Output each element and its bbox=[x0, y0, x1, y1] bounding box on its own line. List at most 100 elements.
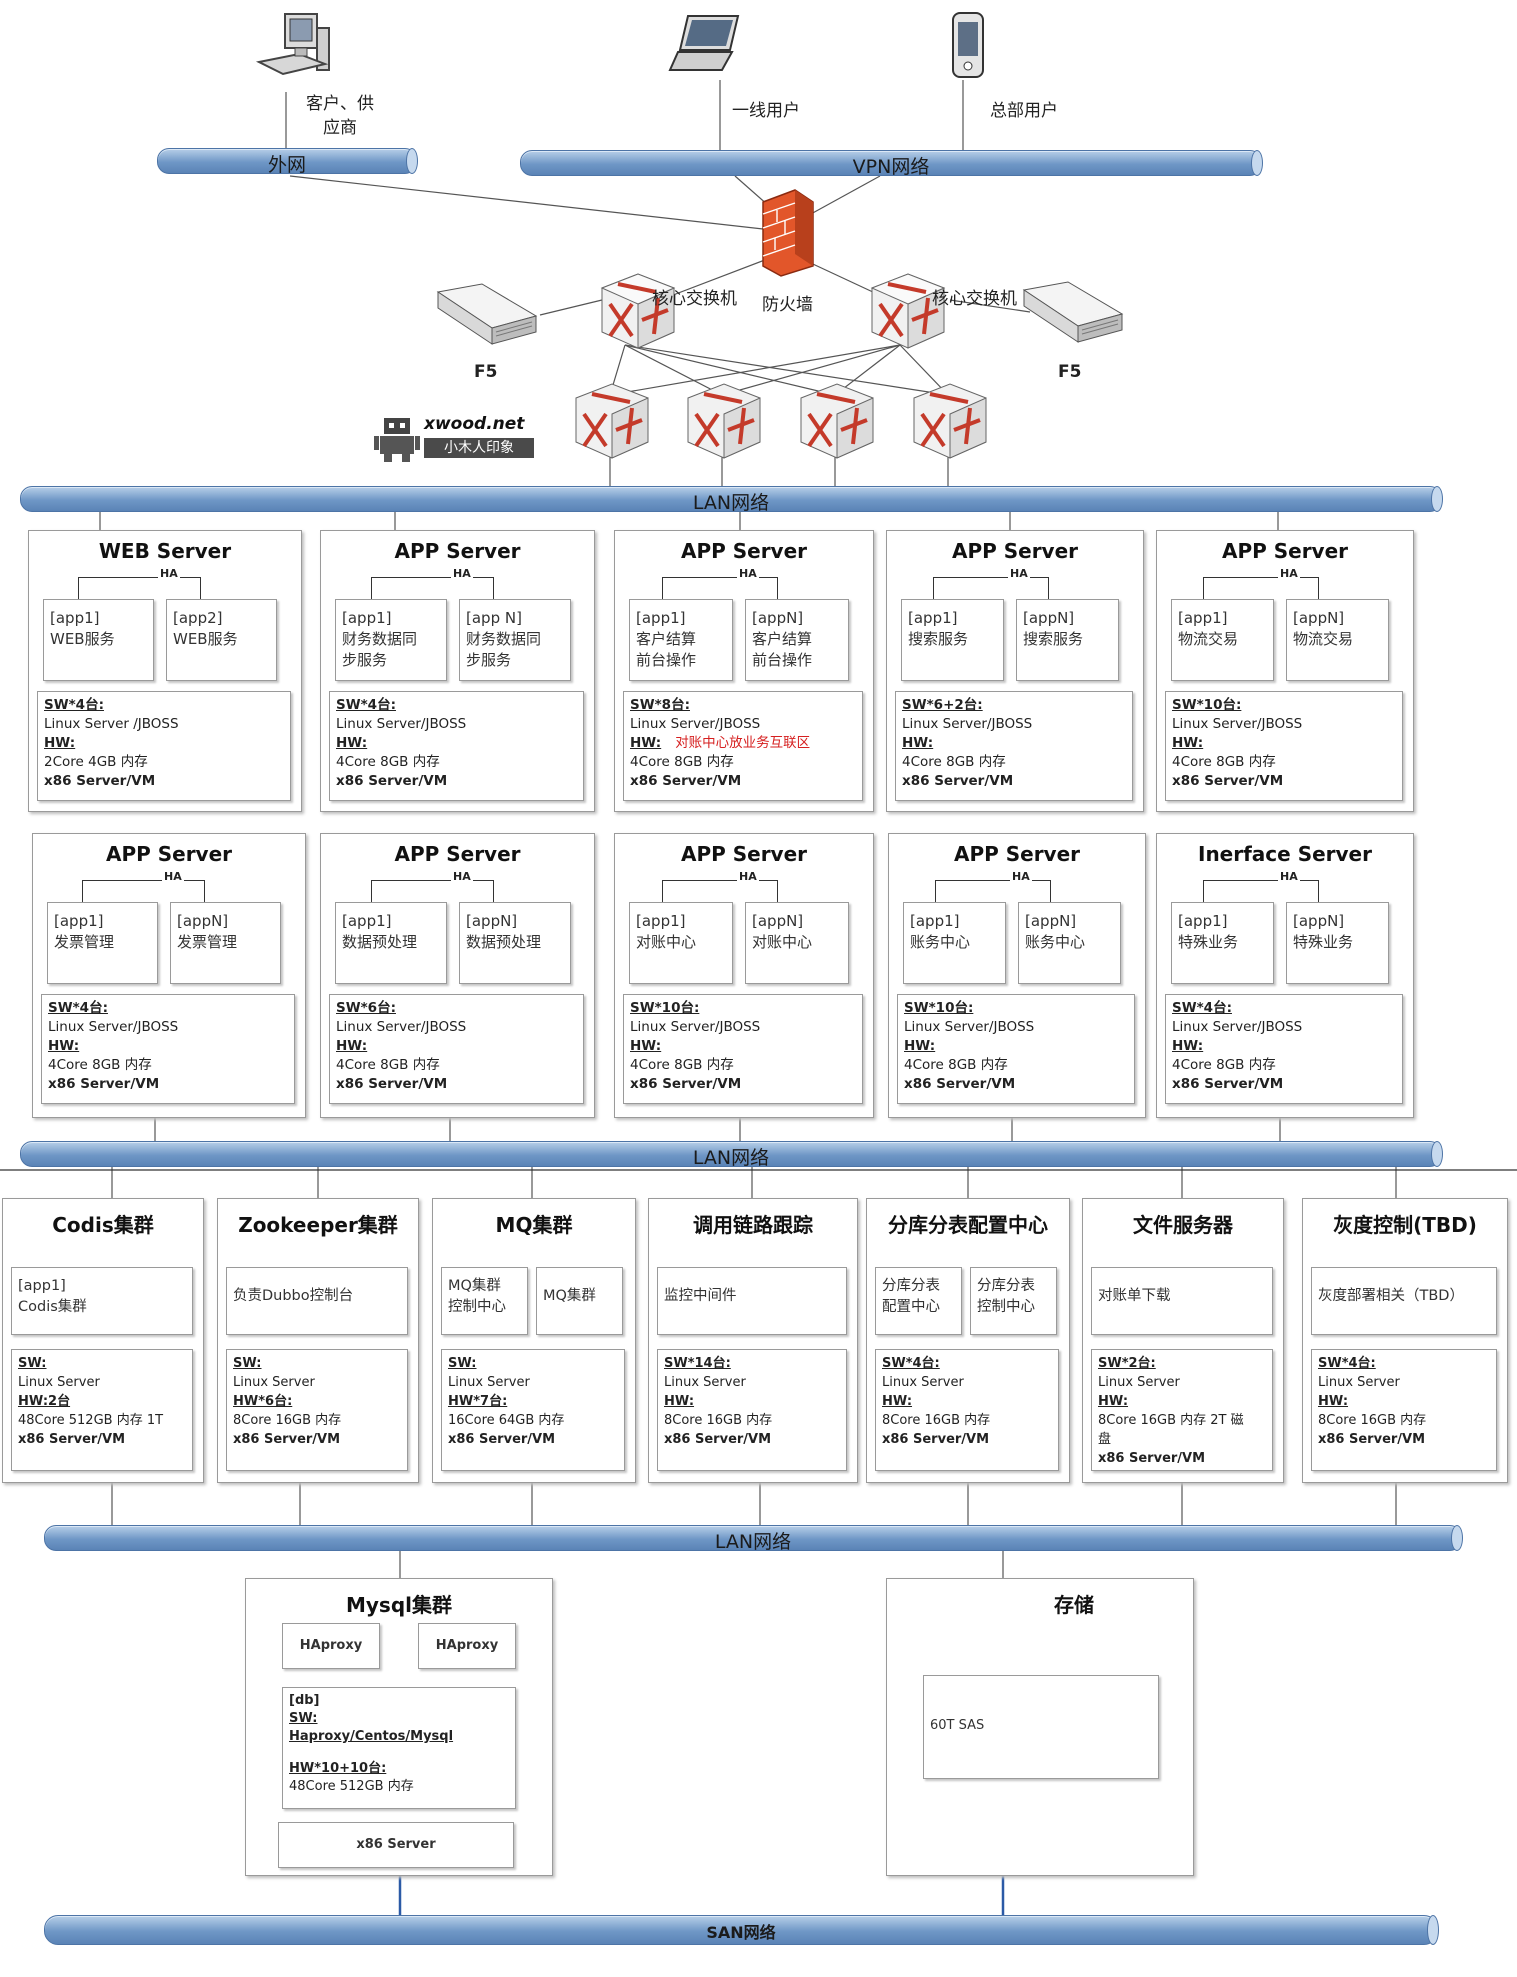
mysql-db-label: [db] bbox=[289, 1693, 320, 1708]
os-label: Linux Server/JBOSS bbox=[630, 1019, 761, 1035]
os-label: Linux Server/JBOSS bbox=[48, 1019, 179, 1035]
hw-spec: 8Core 16GB 内存 bbox=[882, 1413, 991, 1428]
os-label: Linux Server bbox=[1098, 1375, 1180, 1390]
hw-label: HW: bbox=[1318, 1394, 1349, 1409]
ha-label: HA bbox=[158, 567, 180, 580]
sw-label: SW*4台: bbox=[1318, 1356, 1376, 1371]
app-instance-1: [app1] 数据预处理 bbox=[335, 902, 447, 984]
hw-spec: 2Core 4GB 内存 bbox=[44, 754, 148, 770]
hw-label: HW: bbox=[904, 1038, 936, 1054]
app-instance-1: [app1] WEB服务 bbox=[43, 599, 154, 681]
storage-card: 存储 60T SAS bbox=[886, 1578, 1194, 1876]
os-label: Linux Server bbox=[18, 1375, 100, 1390]
hw-spec: 4Core 8GB 内存 bbox=[902, 754, 1006, 770]
ha-label: HA bbox=[1278, 870, 1300, 883]
os-label: Linux Server/JBOSS bbox=[630, 716, 761, 732]
sw-label: SW*6+2台: bbox=[902, 697, 983, 713]
sw-label: SW*2台: bbox=[1098, 1356, 1156, 1371]
middleware-box: [app1] Codis集群 bbox=[11, 1267, 193, 1335]
hw-label: HW: bbox=[882, 1394, 913, 1409]
platform-label: x86 Server/VM bbox=[233, 1432, 341, 1447]
ha-connector bbox=[662, 577, 778, 600]
ha-label: HA bbox=[737, 870, 759, 883]
hw-spec: 4Core 8GB 内存 bbox=[1172, 1057, 1276, 1073]
f5-load-balancer-icon bbox=[1022, 281, 1124, 343]
lan-bus-2: LAN网络 bbox=[20, 1141, 1443, 1169]
hw-spec: 4Core 8GB 内存 bbox=[904, 1057, 1008, 1073]
server-title: WEB Server bbox=[98, 539, 232, 563]
app-instance-1: [app1] 特殊业务 bbox=[1171, 902, 1274, 984]
firewall-label: 防火墙 bbox=[762, 295, 813, 315]
ha-label: HA bbox=[451, 567, 473, 580]
hw-spec: 8Core 16GB 内存 bbox=[233, 1413, 342, 1428]
middleware-title: MQ集群 bbox=[495, 1213, 573, 1237]
f5-left-label: F5 bbox=[474, 362, 498, 382]
app-instance-1: [app1] 客户结算 前台操作 bbox=[629, 599, 733, 681]
access-switch-icon bbox=[913, 383, 987, 459]
access-switch-icon bbox=[800, 383, 874, 459]
ha-connector bbox=[78, 577, 201, 600]
hw-label: HW: bbox=[630, 1038, 662, 1054]
vpn-label: VPN网络 bbox=[852, 156, 930, 178]
access-switch-icon bbox=[575, 383, 649, 459]
ha-label: HA bbox=[1010, 870, 1032, 883]
server-title: APP Server bbox=[1221, 539, 1349, 563]
hw-label: HW*6台: bbox=[233, 1394, 293, 1409]
platform-label: x86 Server/VM bbox=[904, 1076, 1016, 1092]
server-title: APP Server bbox=[105, 842, 233, 866]
middleware-box: 对账单下载 bbox=[1091, 1267, 1273, 1335]
storage-title: 存储 bbox=[1054, 1593, 1094, 1617]
hw-label: HW: bbox=[902, 735, 934, 751]
platform-label: x86 Server/VM bbox=[336, 1076, 448, 1092]
os-label: Linux Server bbox=[664, 1375, 746, 1390]
ha-connector bbox=[1203, 880, 1319, 903]
hq-users-label: 总部用户 bbox=[990, 101, 1058, 121]
server-title: APP Server bbox=[394, 539, 521, 563]
mysql-spec: 48Core 512GB 内存 bbox=[289, 1779, 414, 1794]
lan-bus-3: LAN网络 bbox=[44, 1525, 1463, 1553]
app-instance-2: [app N] 财务数据同 步服务 bbox=[459, 599, 571, 681]
sw-label: SW*6台: bbox=[336, 1000, 396, 1016]
middleware-title: Zookeeper集群 bbox=[238, 1213, 398, 1237]
app-instance-1: [app1] 对账中心 bbox=[629, 902, 733, 984]
lan-label-3: LAN网络 bbox=[714, 1531, 792, 1553]
app-instance-2: [appN] 对账中心 bbox=[745, 902, 849, 984]
platform-label: x86 Server/VM bbox=[44, 773, 156, 789]
mysql-sw-label: SW: bbox=[289, 1711, 318, 1726]
os-label: Linux Server/JBOSS bbox=[904, 1019, 1035, 1035]
app-instance-2: [appN] 数据预处理 bbox=[459, 902, 571, 984]
os-label: Linux Server/JBOSS bbox=[336, 716, 467, 732]
os-label: Linux Server/JBOSS bbox=[1172, 1019, 1303, 1035]
hw-spec: 8Core 16GB 内存 bbox=[664, 1413, 773, 1428]
ha-connector bbox=[933, 577, 1049, 600]
os-label: Linux Server bbox=[448, 1375, 530, 1390]
middleware-title: 分库分表配置中心 bbox=[888, 1213, 1048, 1237]
mysql-title: Mysql集群 bbox=[345, 1593, 452, 1617]
mobile-phone-icon bbox=[952, 12, 984, 78]
middleware-title: 调用链路跟踪 bbox=[693, 1213, 813, 1237]
hw-label: HW: bbox=[336, 735, 368, 751]
hw-label: HW: bbox=[48, 1038, 80, 1054]
hw-spec: 4Core 8GB 内存 bbox=[336, 754, 440, 770]
hw-label: HW*7台: bbox=[448, 1394, 508, 1409]
server-title: APP Server bbox=[951, 539, 1079, 563]
lan-label-2: LAN网络 bbox=[692, 1147, 770, 1169]
mysql-cluster-card: Mysql集群 HAproxy HAproxy [db] SW: Haproxy… bbox=[245, 1578, 553, 1876]
platform-label: x86 Server/VM bbox=[882, 1432, 990, 1447]
app-instance-1: [app1] 物流交易 bbox=[1171, 599, 1274, 681]
watermark-logo: xwood.net 小木人印象 bbox=[372, 414, 536, 462]
sw-label: SW*10台: bbox=[1172, 697, 1242, 713]
